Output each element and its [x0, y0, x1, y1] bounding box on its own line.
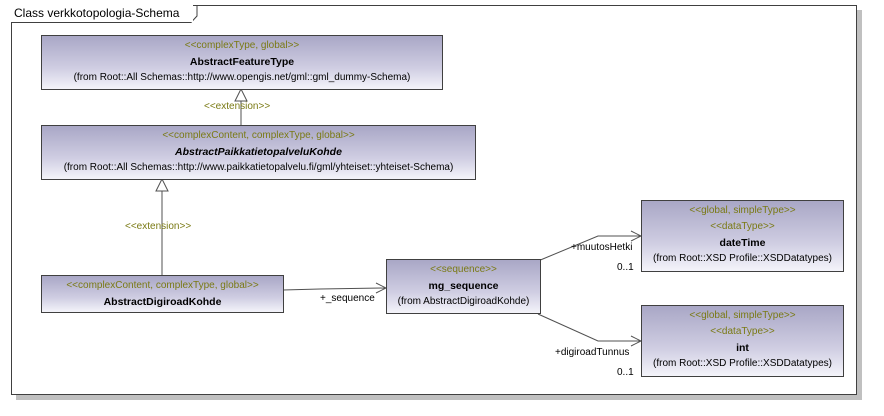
- class-origin: (from AbstractDigiroadKohde): [397, 296, 530, 307]
- class-name: int: [736, 342, 749, 354]
- class-mg-sequence[interactable]: <<sequence>> mg_sequence (from AbstractD…: [386, 259, 541, 314]
- class-stereotype-datatype: <<dataType>>: [710, 221, 775, 232]
- class-abstract-digiroad-kohde[interactable]: <<complexContent, complexType, global>> …: [41, 275, 284, 313]
- class-stereotype: <<complexType, global>>: [184, 40, 300, 51]
- frame-tab-outline: [11, 5, 198, 23]
- class-abstract-paikkatietopalvelu-kohde[interactable]: <<complexContent, complexType, global>> …: [41, 125, 476, 180]
- class-stereotype: <<complexContent, complexType, global>>: [66, 280, 259, 291]
- digiroad-role-label: +digiroadTunnus: [555, 347, 630, 358]
- class-name: mg_sequence: [428, 280, 499, 292]
- class-origin: (from Root::All Schemas::http://www.paik…: [63, 162, 454, 173]
- class-stereotype: <<sequence>>: [430, 264, 497, 275]
- generalization-arrowhead-1: [234, 87, 248, 102]
- class-name: AbstractFeatureType: [189, 56, 295, 68]
- class-name: AbstractPaikkatietopalveluKohde: [175, 146, 342, 158]
- class-stereotype: <<complexContent, complexType, global>>: [162, 130, 355, 141]
- frame-title: Class verkkotopologia-Schema: [11, 5, 194, 22]
- extension-label-2: <<extension>>: [125, 221, 192, 232]
- extension-label-1: <<extension>>: [204, 101, 271, 112]
- association-digiroad-line: [537, 313, 641, 342]
- class-stereotype-datatype: <<dataType>>: [710, 326, 775, 337]
- class-origin: (from Root::All Schemas::http://www.open…: [73, 72, 411, 83]
- class-name: AbstractDigiroadKohde: [103, 296, 222, 308]
- sequence-role-label: +_sequence: [320, 293, 375, 304]
- muutos-role-label: +muutosHetki: [571, 242, 633, 253]
- digiroad-multiplicity: 0..1: [617, 367, 634, 378]
- class-stereotype: <<global, simpleType>>: [689, 310, 796, 321]
- class-origin: (from Root::XSD Profile::XSDDatatypes): [653, 253, 832, 264]
- association-sequence-line: [282, 287, 387, 291]
- class-abstract-feature-type[interactable]: <<complexType, global>> AbstractFeatureT…: [41, 35, 443, 90]
- class-int[interactable]: <<global, simpleType>> <<dataType>> int …: [641, 305, 844, 377]
- class-name: dateTime: [719, 237, 766, 249]
- muutos-multiplicity: 0..1: [617, 262, 634, 273]
- association-muutos-line: [537, 235, 641, 262]
- generalization-arrowhead-2: [155, 177, 169, 192]
- class-date-time[interactable]: <<global, simpleType>> <<dataType>> date…: [641, 200, 844, 272]
- class-origin: (from Root::XSD Profile::XSDDatatypes): [653, 358, 832, 369]
- class-stereotype: <<global, simpleType>>: [689, 205, 796, 216]
